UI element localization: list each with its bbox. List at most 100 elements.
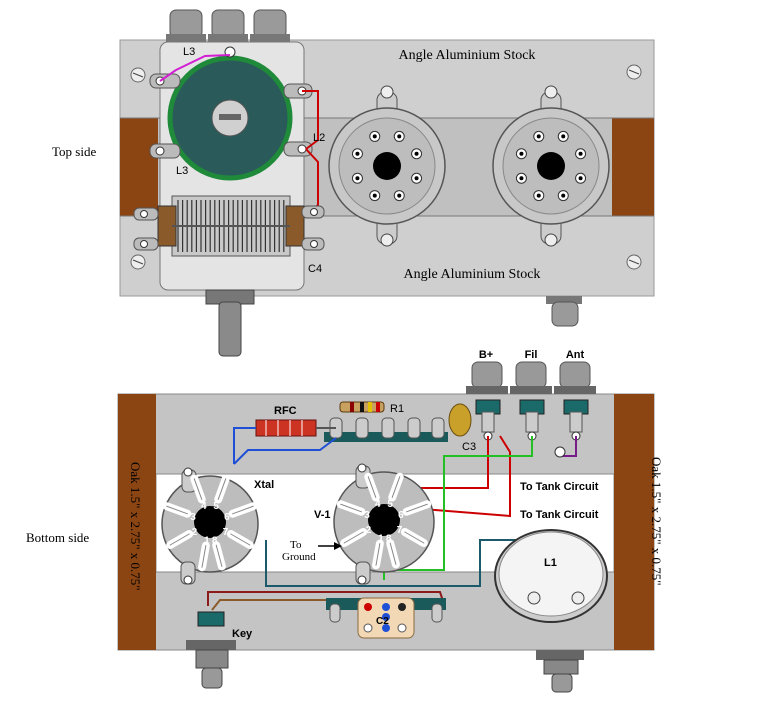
rfc-label: RFC	[274, 405, 297, 417]
xtal-pin-outline	[166, 505, 188, 515]
socket-pin-holes	[351, 130, 587, 202]
ant-lug-icon	[554, 446, 566, 458]
to-ground-label-2: Ground	[282, 551, 316, 563]
xtal-pin-number: 1	[204, 536, 210, 547]
terminal-knob-icon	[208, 9, 248, 42]
socket-hole-center	[397, 193, 402, 198]
v1-pin-number: 1	[378, 534, 384, 545]
xtal-socket	[161, 467, 259, 585]
stock-label-bottom: Angle Aluminium Stock	[404, 267, 541, 282]
screw-icon	[626, 64, 642, 80]
screw-icon	[130, 67, 146, 83]
v1-pin-outline	[340, 503, 362, 513]
oak-block-left	[118, 394, 156, 650]
v1-pin-outline	[406, 503, 428, 513]
socket-hole-center	[355, 151, 360, 156]
top-oak-block-left	[120, 118, 158, 216]
to-tank-label-2: To Tank Circuit	[520, 509, 599, 521]
capacitor-plates	[172, 200, 290, 252]
ant-label: Ant	[566, 349, 585, 361]
coil-tab-icon	[283, 141, 313, 157]
v1-pin-number: 4	[375, 499, 381, 510]
tube-socket-right	[492, 85, 610, 247]
xtal-pin-outline	[201, 545, 207, 568]
b-plus-label: B+	[479, 349, 493, 361]
xtal-label: Xtal	[254, 479, 274, 491]
terminal-knob-icon	[250, 9, 290, 42]
xtal-pin-number: 6	[224, 512, 230, 523]
capacitor-mount-tab	[133, 207, 159, 221]
coil-tab-icon	[149, 143, 181, 159]
socket-hole-center	[561, 134, 566, 139]
v1-pin-outline	[391, 476, 401, 498]
jack-icon	[536, 650, 584, 693]
l3-label-lower: L3	[176, 165, 188, 177]
fil-terminal-icon	[510, 361, 552, 441]
key-label: Key	[232, 628, 253, 640]
xtal-pin-number: 8	[212, 535, 218, 546]
xtal-pin-number: 7	[223, 527, 229, 538]
v1-socket	[333, 463, 435, 585]
tuning-shaft-icon	[205, 289, 255, 357]
xtal-pin-outline	[169, 533, 190, 546]
top-view: Angle Aluminium Stock Angle Aluminium St…	[119, 9, 655, 357]
r1-label: R1	[390, 403, 404, 415]
screw-icon	[130, 254, 146, 270]
xtal-pin-number: 2	[192, 527, 198, 538]
socket-hole-center	[578, 176, 583, 181]
l3-label-upper: L3	[183, 46, 195, 58]
socket-hole-center	[519, 151, 524, 156]
wire-red-tank-2	[409, 435, 511, 518]
v1-pin-number: 2	[366, 525, 372, 536]
socket-hole-center	[372, 193, 377, 198]
v1-pin-number: 5	[387, 499, 393, 510]
wire-green-fil	[384, 436, 533, 571]
terminal-knob-icon	[166, 9, 206, 42]
l1-label: L1	[544, 557, 557, 569]
to-ground-label-1: To	[290, 539, 302, 551]
arrow-head-icon	[334, 542, 342, 550]
xtal-pin-number: 3	[190, 512, 196, 523]
top-oak-block-right	[612, 118, 654, 216]
stock-label-top: Angle Aluminium Stock	[399, 48, 536, 63]
v1-pin-outline	[404, 531, 425, 544]
socket-hole-center	[561, 193, 566, 198]
v1-pin-outline	[367, 476, 377, 498]
v1-pin-outline	[375, 543, 381, 566]
xtal-pin-outline	[232, 505, 254, 515]
capacitor-mount-tab	[301, 237, 325, 251]
coil-shaft-slot	[219, 114, 241, 120]
socket-hole-center	[519, 176, 524, 181]
socket-hole-center	[397, 134, 402, 139]
oak-block-right	[614, 394, 654, 650]
socket-hole-center	[355, 176, 360, 181]
wire-red-tank-1	[410, 436, 489, 489]
socket-hole-center	[414, 176, 419, 181]
v1-pin-number: 8	[386, 533, 392, 544]
terminal-tie-strip	[324, 417, 448, 442]
v1-pin-outline	[343, 531, 364, 544]
wire-brown-key	[211, 599, 330, 611]
to-tank-label-1: To Tank Circuit	[520, 481, 599, 493]
xtal-pin-outline	[193, 478, 203, 500]
oak-label-left: Oak 1.5" x 2.75" x 0.75"	[128, 462, 143, 591]
socket-hole-center	[578, 151, 583, 156]
wire-magenta-l3	[159, 54, 231, 82]
socket-hole-center	[536, 134, 541, 139]
capacitor-mount-tab	[133, 237, 159, 251]
bottom-side-label: Bottom side	[26, 530, 90, 545]
b-plus-terminal-icon	[466, 361, 508, 441]
xtal-pin-outline	[230, 533, 251, 546]
coil-l1-icon	[494, 529, 608, 623]
xtal-pin-number: 5	[213, 501, 219, 512]
v1-pin-number: 6	[398, 510, 404, 521]
wire-red-l2	[302, 90, 319, 150]
wire-magenta-ant	[560, 436, 577, 457]
c3-label: C3	[462, 441, 476, 453]
v1-pin-number: 7	[397, 525, 403, 536]
wire-blue-xtal	[233, 437, 337, 465]
